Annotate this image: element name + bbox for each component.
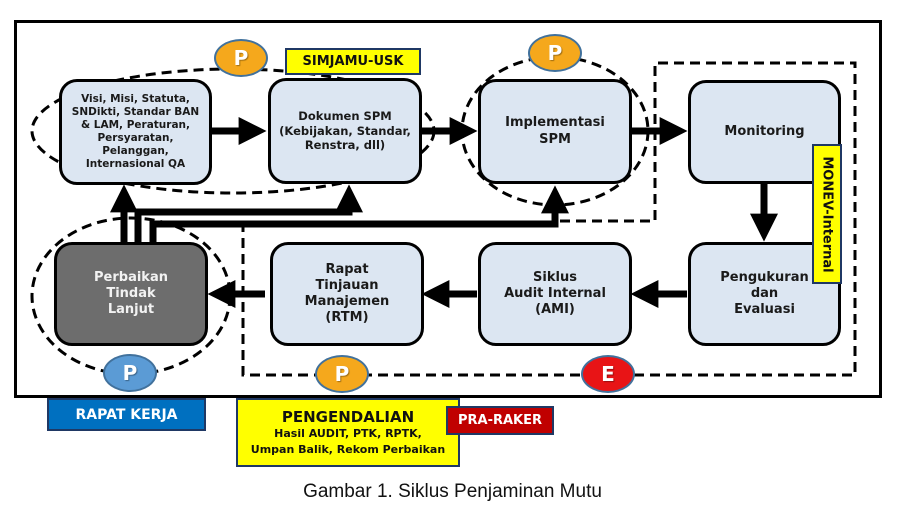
- badge-p-implementasi: P: [528, 34, 582, 72]
- arrow-perbaikan-to-implementasi: [149, 185, 569, 242]
- pengendalian-label: PENGENDALIAN Hasil AUDIT, PTK, RPTK, Ump…: [236, 398, 460, 467]
- node-standar: Visi, Misi, Statuta, SNDikti, Standar BA…: [59, 79, 212, 185]
- figure-caption: Gambar 1. Siklus Penjaminan Mutu: [303, 481, 602, 502]
- badge-p-perbaikan: P: [103, 354, 157, 392]
- node-dokumen-spm: Dokumen SPM (Kebijakan, Standar, Renstra…: [268, 78, 422, 184]
- node-perbaikan-tindak-lanjut: Perbaikan Tindak Lanjut: [54, 242, 208, 346]
- pengendalian-detail: Hasil AUDIT, PTK, RPTK, Umpan Balik, Rek…: [250, 426, 446, 456]
- badge-p-planning: P: [214, 39, 268, 77]
- node-implementasi-spm: Implementasi SPM: [478, 79, 632, 184]
- node-ami: Siklus Audit Internal (AMI): [478, 242, 632, 346]
- badge-p-rtm: P: [315, 355, 369, 393]
- rapat-kerja-label: RAPAT KERJA: [47, 398, 206, 431]
- node-rtm: Rapat Tinjauan Manajemen (RTM): [270, 242, 424, 346]
- pra-raker-label: PRA-RAKER: [446, 406, 554, 435]
- monev-internal-text: MONEV-Internal: [819, 155, 835, 273]
- node-pengukuran-evaluasi: Pengukuran dan Evaluasi: [688, 242, 841, 346]
- monev-internal-label: MONEV-Internal: [812, 144, 842, 284]
- simjamu-usk-label: SIMJAMU-USK: [285, 48, 421, 75]
- badge-e-evaluasi: E: [581, 355, 635, 393]
- pengendalian-title: PENGENDALIAN: [281, 407, 415, 426]
- arrow-perbaikan-to-dokumen: [134, 184, 363, 242]
- evaluation-dashed-region: [241, 61, 857, 377]
